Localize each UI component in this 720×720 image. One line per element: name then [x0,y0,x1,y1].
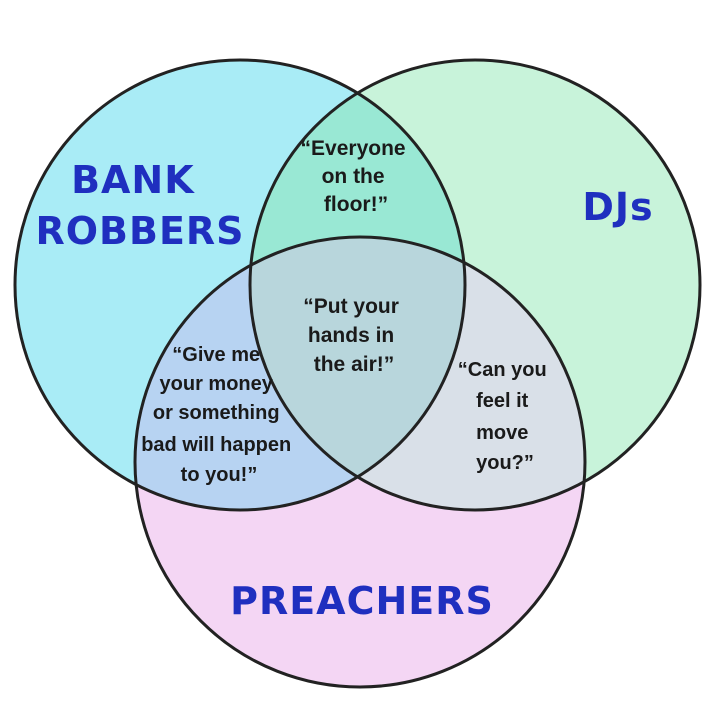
circle-outlines [13,58,702,689]
region-all-three-fill [250,237,465,510]
set-label-djs: DJs [582,185,653,229]
circle-djs-outline [248,58,702,512]
region-text-bank-robbers-preachers: “Give me your money or something bad wil… [141,344,297,486]
region-text-all-three: “Put your hands in the air!” [303,295,405,376]
circle-preachers-outline [133,235,587,689]
set-label-bank-robbers: BANK ROBBERS [35,158,244,253]
circle-bank-robbers-outline [13,58,467,512]
region-text-djs-preachers: “Can you feel it move you?” [458,359,552,474]
set-label-preachers: PREACHERS [230,579,494,623]
region-text-bank-robbers-djs: “Everyone on the floor!” [301,137,412,216]
